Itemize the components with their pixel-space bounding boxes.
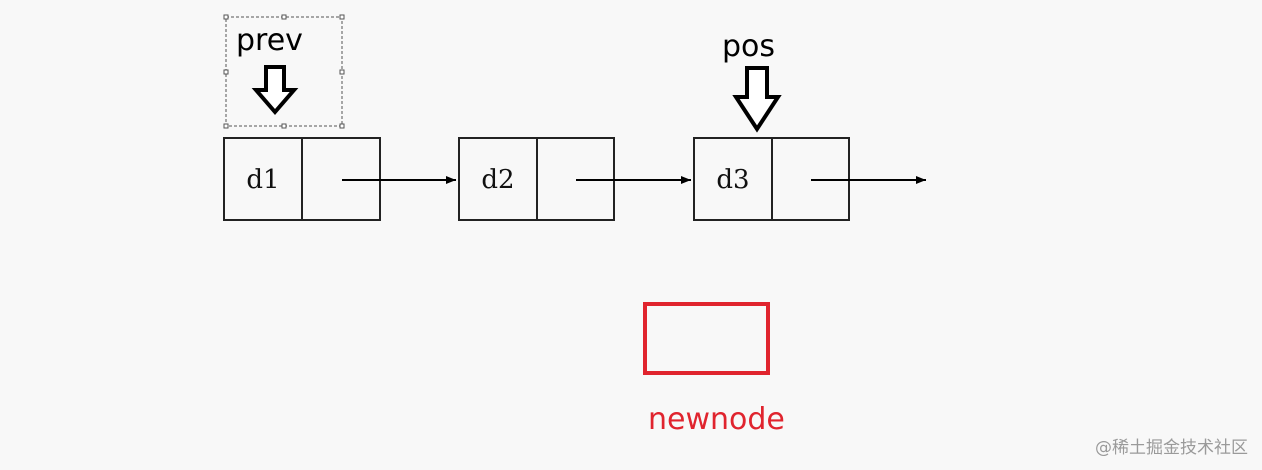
pos-down-arrow-icon — [732, 66, 782, 133]
watermark: @稀土掘金技术社区 — [1095, 438, 1248, 458]
prev-down-arrow-icon — [251, 65, 299, 116]
prev-label: prev — [236, 23, 303, 58]
prev-selection-frame — [223, 14, 345, 129]
newnode-box — [643, 302, 770, 375]
pos-label: pos — [722, 29, 775, 64]
list-node: d2 — [458, 137, 615, 221]
node-label: d2 — [481, 165, 514, 195]
newnode-label: newnode — [648, 402, 785, 437]
node-data-cell — [458, 137, 538, 221]
node-label: d3 — [716, 165, 749, 195]
node-next-cell — [536, 137, 615, 221]
node-data-cell — [693, 137, 773, 221]
node-label: d1 — [246, 165, 279, 195]
